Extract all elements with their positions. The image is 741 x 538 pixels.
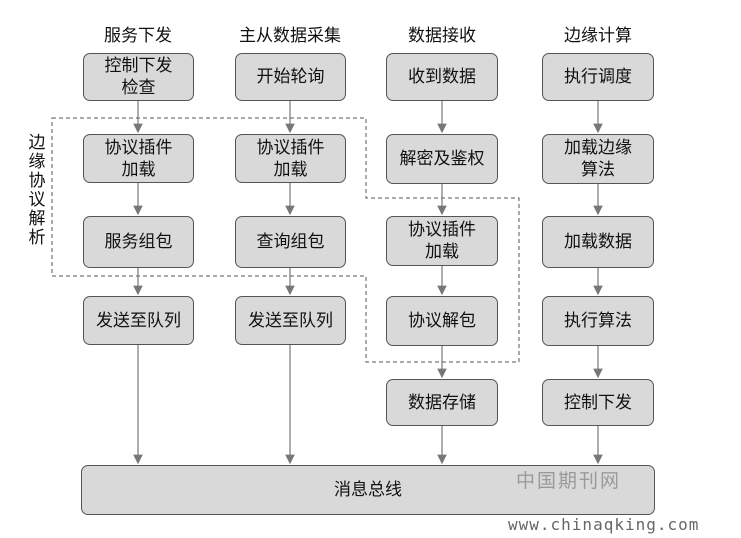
- box-control-dispatch: 控制下发: [542, 379, 654, 426]
- box-send-to-queue-1: 发送至队列: [83, 296, 194, 345]
- box-service-packing: 服务组包: [83, 216, 194, 268]
- box-protocol-plugin-load-3: 协议插件 加载: [386, 216, 498, 266]
- box-control-dispatch-check: 控制下发 检查: [83, 53, 194, 101]
- box-query-packing: 查询组包: [235, 216, 346, 268]
- box-execute-algorithm: 执行算法: [542, 296, 654, 346]
- box-load-data: 加载数据: [542, 216, 654, 268]
- protocol-parsing-region: [51, 117, 520, 363]
- box-execute-scheduling: 执行调度: [542, 53, 654, 101]
- box-protocol-plugin-load-2: 协议插件 加载: [235, 134, 346, 183]
- box-decrypt-and-auth: 解密及鉴权: [386, 134, 498, 184]
- box-data-storage: 数据存储: [386, 379, 498, 426]
- box-message-bus: 消息总线: [81, 465, 655, 515]
- box-load-edge-algorithm: 加载边缘 算法: [542, 134, 654, 184]
- box-start-polling: 开始轮询: [235, 53, 346, 101]
- column-title-edge-compute: 边缘计算: [564, 26, 632, 46]
- watermark-url: www.chinaqking.com: [508, 515, 700, 534]
- box-protocol-unpack: 协议解包: [386, 296, 498, 346]
- box-protocol-plugin-load-1: 协议插件 加载: [83, 134, 194, 183]
- column-title-data-receive: 数据接收: [408, 26, 476, 46]
- column-title-master-slave-collection: 主从数据采集: [239, 26, 341, 46]
- box-send-to-queue-2: 发送至队列: [235, 296, 346, 345]
- box-data-received: 收到数据: [386, 53, 498, 101]
- side-label-edge-protocol-parsing: 边缘协议解析: [28, 133, 46, 248]
- watermark-cn: 中国期刊网: [516, 470, 622, 492]
- column-title-service-dispatch: 服务下发: [104, 26, 172, 46]
